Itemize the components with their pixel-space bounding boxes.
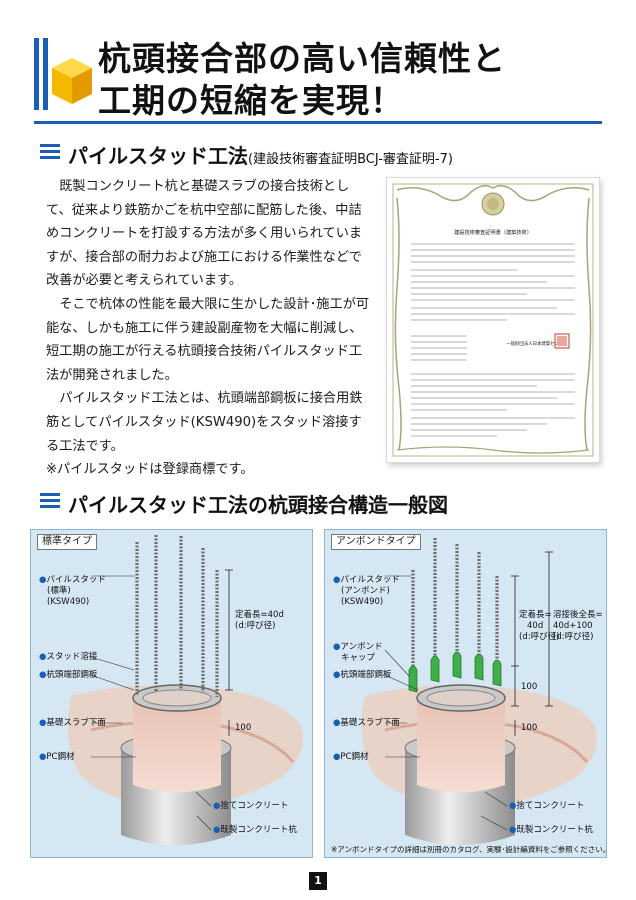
label-pile-stud-grade: (KSW490) [341, 597, 384, 607]
label-end-plate: ●杭頭端部鋼板 [333, 670, 392, 680]
label-anchor-note: (d:呼び径) [235, 621, 276, 631]
paragraph: そこで杭体の性能を最大限に生かした設計･施工が可能な、しかも施工に伴う建設副産物… [46, 296, 370, 383]
certificate-image: 建設技術審査証明書（建築技術） 一般財団法人日本建築センター [387, 178, 599, 462]
diagram-standard-graphic [67, 535, 303, 845]
label-pile-stud-grade: (KSW490) [47, 597, 90, 607]
label-anchor-value: 40d [527, 621, 544, 631]
label-precast-pile: ●既製コンクリート杭 [509, 825, 593, 835]
label-pile-stud: ●パイルスタッド [333, 575, 400, 585]
label-precast-pile: ●既製コンクリート杭 [213, 825, 297, 835]
label-blinding-concrete: ●捨てコンクリート [509, 801, 585, 811]
paragraph: パイルスタッド工法とは、杭頭端部鋼板に接合用鉄筋としてパイルスタッド(KSW49… [46, 391, 363, 454]
label-total-note: (d:呼び径) [553, 632, 594, 642]
label-total-length: 溶接後全長= [553, 610, 603, 620]
label-slab-bottom: ●基礎スラブ下面 [333, 718, 400, 728]
type-tag: 標準タイプ [37, 534, 97, 550]
section-marker-icon [40, 493, 60, 511]
label-anchor-note: (d:呼び径) [519, 632, 560, 642]
type-tag: アンボンドタイプ [331, 534, 421, 550]
trademark-note: ※パイルスタッドは登録商標です。 [46, 462, 254, 478]
label-anchor-length: 定着長= [519, 610, 552, 620]
label-unbond-cap: ●アンボンド [333, 642, 383, 652]
diagram-unbond-graphic [361, 538, 597, 845]
page-title: 杭頭接合部の高い信頼性と 工期の短縮を実現！ [98, 39, 506, 120]
label-unbond-cap-2: キャップ [341, 653, 376, 663]
label-dim-100: 100 [235, 723, 252, 733]
diagram-unbond-panel: アンボンドタイプ ●パイルスタッド (アンボンド) (KSW490) ●アンボン… [324, 529, 607, 858]
label-dim-100-upper: 100 [521, 682, 538, 692]
section-heading: パイルスタッド工法(建設技術審査証明BCJ-審査証明-7) [68, 144, 453, 168]
certificate-center: 一般財団法人日本建築センター [506, 340, 567, 347]
label-blinding-concrete: ●捨てコンクリート [213, 801, 289, 811]
section-marker-icon [40, 144, 60, 162]
label-pile-stud-type: (アンボンド) [341, 586, 390, 596]
page-number: 1 [309, 872, 327, 890]
certificate-graphic: 建設技術審査証明書（建築技術） 一般財団法人日本建築センター [392, 183, 594, 457]
label-dim-100-lower: 100 [521, 723, 538, 733]
body-text: 既製コンクリート杭と基礎スラブの接合技術として、従来より鉄筋かごを杭中空部に配筋… [46, 175, 372, 482]
paragraph: 既製コンクリート杭と基礎スラブの接合技術として、従来より鉄筋かごを杭中空部に配筋… [46, 179, 363, 289]
cube-icon [34, 38, 92, 110]
unbond-footnote: ※アンボンドタイプの詳細は別冊のカタログ、実験･設計編資料をご参照ください。 [331, 845, 607, 854]
label-pc-steel: ●PC鋼材 [39, 752, 75, 762]
title-rule [34, 121, 602, 124]
certificate-title: 建設技術審査証明書（建築技術） [454, 228, 532, 236]
label-anchor-length: 定着長=40d [235, 610, 284, 620]
label-stud-weld: ●スタッド溶接 [39, 652, 98, 662]
label-pile-stud-type: (標準) [47, 586, 71, 596]
diagram-standard-panel: 標準タイプ ●パイルスタッド (標準) (KSW490) ●スタッド溶接 ●杭頭… [30, 529, 313, 858]
label-slab-bottom: ●基礎スラブ下面 [39, 718, 106, 728]
label-pile-stud: ●パイルスタッド [39, 575, 106, 585]
label-end-plate: ●杭頭端部鋼板 [39, 670, 98, 680]
label-pc-steel: ●PC鋼材 [333, 752, 369, 762]
label-total-value: 40d+100 [553, 621, 593, 631]
section-heading: パイルスタッド工法の杭頭接合構造一般図 [68, 493, 448, 517]
